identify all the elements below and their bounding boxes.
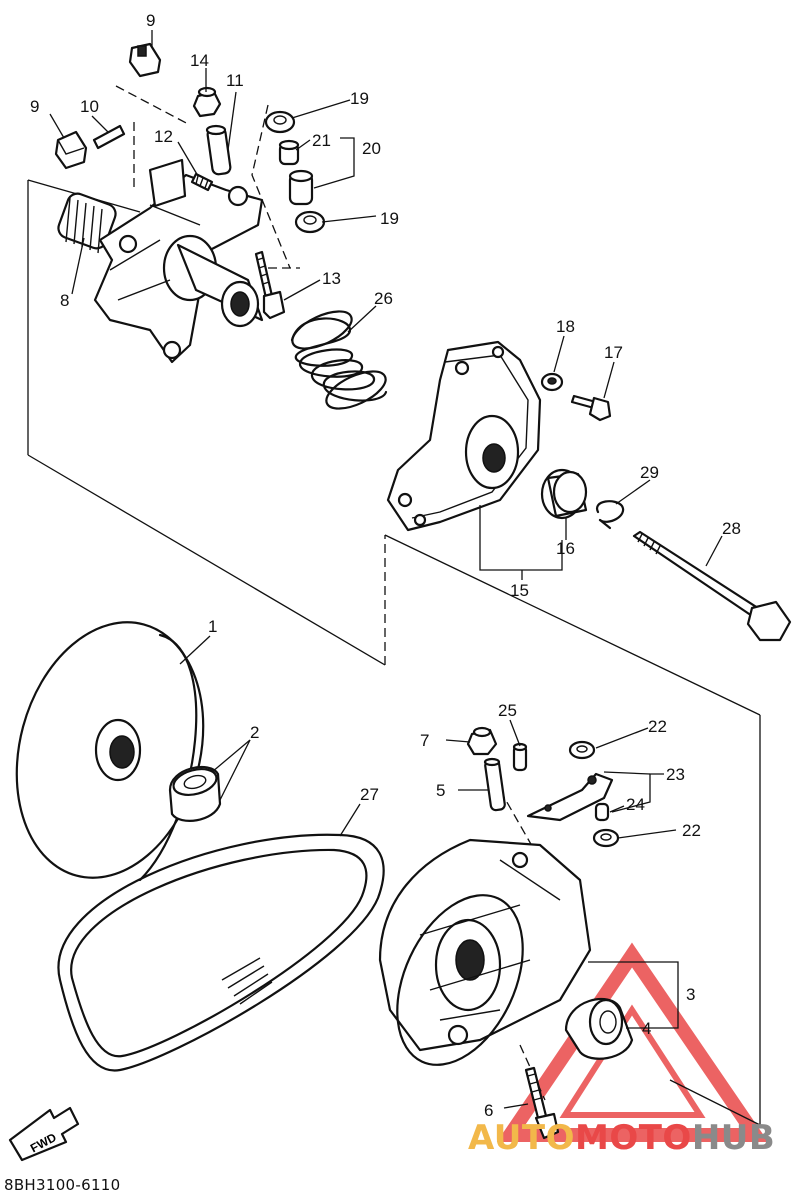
callout-6: 6 [484,1101,493,1120]
drawing-code: 8BH3100-6110 [4,1176,121,1194]
callout-8: 8 [60,291,69,310]
bolt-6 [524,1066,560,1140]
callout-19-top: 19 [350,89,369,108]
washer-18 [540,372,564,392]
callout-26: 26 [374,289,393,308]
watermark-triangle [496,942,769,1142]
slider-top [128,42,162,78]
assembly-guide-lines [27,85,761,1126]
callout-labels: 9 14 11 19 9 10 12 21 20 19 13 8 26 18 1… [30,11,741,1120]
callout-25: 25 [498,701,517,720]
pin-25 [512,742,528,772]
nut-top [192,86,222,118]
callout-29: 29 [640,463,659,482]
callout-3: 3 [686,985,695,1004]
callout-28: 28 [722,519,741,538]
callout-14: 14 [190,51,209,70]
callout-9-top: 9 [146,11,155,30]
callout-4: 4 [642,1019,651,1038]
weight-collar [168,765,222,822]
callout-1: 1 [208,617,217,636]
bearing-16 [540,468,588,520]
lever-23 [526,772,614,822]
guide-pin-5 [483,757,506,812]
pin [92,124,126,150]
bushing-20 [288,169,314,206]
compression-spring [290,310,388,410]
set-screw [190,172,214,192]
callout-17: 17 [604,343,623,362]
callout-20: 20 [362,139,381,158]
primary-fixed-sheave [57,158,264,364]
callout-7: 7 [420,731,429,750]
watermark-text: AUTOMOTOHUB [468,1118,775,1158]
callout-12: 12 [154,127,173,146]
callout-13: 13 [322,269,341,288]
secondary-sheave [378,838,592,1066]
callout-23: 23 [666,765,685,784]
callout-27: 27 [360,785,379,804]
collar [205,124,232,176]
callout-16: 16 [556,539,575,558]
callout-2: 2 [250,723,259,742]
bearing-4 [564,998,634,1060]
drive-belt [57,833,385,1072]
callout-24: 24 [626,795,645,814]
callout-15: 15 [510,581,529,600]
washer-19-top [264,110,296,134]
nut-7 [466,726,498,756]
callout-21: 21 [312,131,331,150]
leader-lines [49,30,723,1109]
bolt-13 [254,250,286,320]
callout-10: 10 [80,97,99,116]
bushing-24 [594,802,610,822]
callout-5: 5 [436,781,445,800]
sliding-sheave [15,621,205,882]
lock-washer-29 [595,500,625,530]
bushing-21 [278,139,300,166]
callout-22-top: 22 [648,717,667,736]
callout-18: 18 [556,317,575,336]
fwd-direction-arrow: FWD [8,1106,80,1162]
callout-19-bottom: 19 [380,209,399,228]
washer-19-bottom [294,210,326,234]
long-bolt-28 [632,530,792,642]
callout-22-bottom: 22 [682,821,701,840]
callout-11: 11 [226,71,244,90]
watermark-auto: AUTO [468,1118,575,1158]
cam-cover [386,340,542,532]
slider-left [54,130,88,170]
watermark-moto: MOTO [574,1118,692,1158]
bolt-17 [570,394,612,422]
callout-9-left: 9 [30,97,39,116]
watermark-hub: HUB [691,1118,776,1158]
washer-22-bottom [592,828,620,848]
washer-22-top [568,740,596,760]
